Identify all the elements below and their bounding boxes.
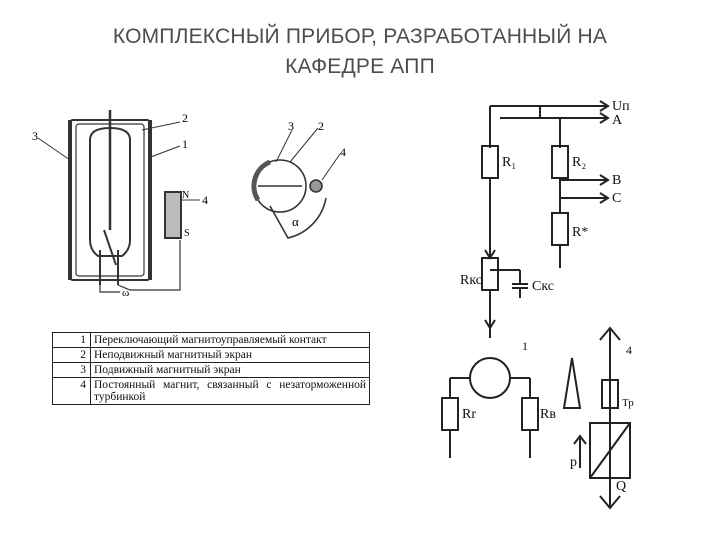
label-num-4: 4 [626, 343, 632, 357]
label-Tp: Тр [622, 397, 634, 409]
legend-number: 2 [52, 347, 91, 363]
legend-number: 4 [52, 377, 91, 405]
label-left-1: 1 [182, 137, 188, 151]
legend-number: 1 [52, 332, 91, 348]
page-title: КОМПЛЕКСНЫЙ ПРИБОР, РАЗРАБОТАННЫЙ НА КАФ… [40, 22, 680, 82]
label-mid-4: 4 [340, 145, 346, 159]
label-num-1: 1 [522, 339, 528, 353]
label-p: p [570, 455, 577, 470]
title-line-2: КАФЕДРЕ АПП [285, 55, 435, 78]
label-left-4: 4 [202, 193, 208, 207]
label-C: C [612, 191, 621, 206]
label-Rkc: Rкс [460, 273, 482, 288]
label-Rstar: R* [572, 225, 588, 240]
label-Rr: Rr [462, 407, 476, 422]
legend-text: Постоянный магнит, связанный с незатормо… [90, 377, 370, 405]
rotating-screen-sketch: 3 2 4 α [251, 119, 346, 239]
reed-switch-sketch: 3 2 1 4 N S ω [32, 110, 208, 299]
label-mid-2: 2 [318, 119, 324, 133]
label-R1: R₁ [502, 155, 516, 170]
label-S: S [184, 228, 190, 239]
label-U: Uп [612, 99, 630, 114]
label-B: B [612, 173, 621, 188]
label-mid-3: 3 [288, 119, 294, 133]
label-Ckc: Cкс [532, 279, 554, 294]
label-Q: Q [616, 479, 626, 494]
legend-number: 3 [52, 362, 91, 378]
legend-text: Неподвижный магнитный экран [90, 347, 370, 363]
label-N: N [182, 190, 189, 201]
label-A: A [612, 113, 623, 128]
label-R2: R₂ [572, 155, 586, 170]
legend-text: Подвижный магнитный экран [90, 362, 370, 378]
title-line-1: КОМПЛЕКСНЫЙ ПРИБОР, РАЗРАБОТАННЫЙ НА [112, 25, 608, 48]
circuit-schematic: Uп A B C R₁ R₂ R* Rкс Cкс Rr Rв 1 4 Тр p… [441, 99, 634, 510]
label-left-2: 2 [182, 111, 188, 125]
label-omega: ω [122, 287, 129, 299]
legend-text: Переключающий магнитоуправляемый контакт [90, 332, 370, 348]
label-Rb: Rв [540, 407, 556, 422]
label-left-3: 3 [32, 129, 38, 143]
label-alpha: α [292, 214, 299, 229]
